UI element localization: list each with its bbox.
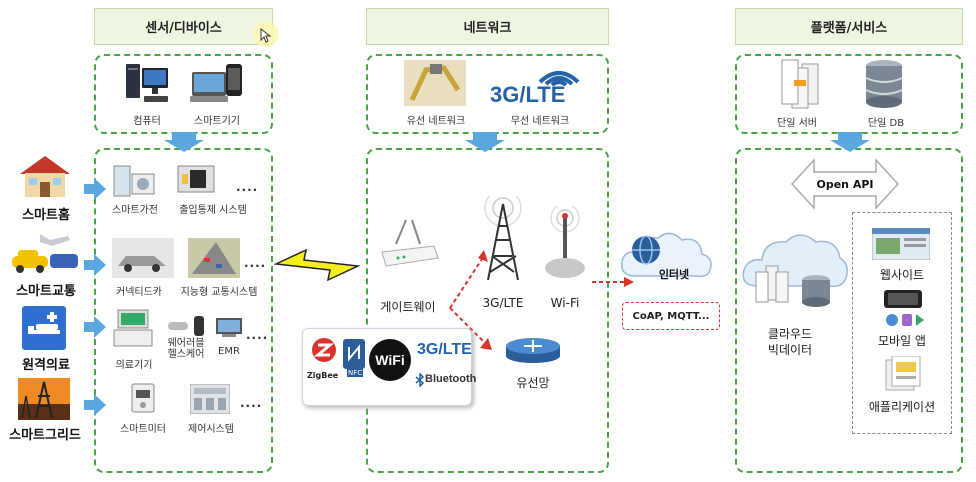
smart-device-label: 스마트기기 [194,116,240,127]
zigbee-label: ZigBee [307,371,339,380]
lightning-icon [274,248,360,282]
website-icon [872,228,930,260]
header-platform-label: 플랫폼/서비스 [810,21,888,36]
smart-traffic-label: 스마트교통 [16,284,76,299]
gateway-label: 게이트웨이 [380,300,436,314]
cloud-bigdata-icon [742,234,848,307]
smart-meter-icon [131,383,155,413]
internet-label: 인터넷 [658,268,690,281]
smart-appliance-label: 스마트가전 [112,205,158,216]
right-arrow-traffic [84,254,106,276]
gateway-icon [381,219,439,267]
wearable-line1: 웨어러블 [167,338,205,349]
wifi-waves-icon [538,71,580,86]
wifi-logo-text: WiFi [375,352,405,368]
wearable-line2: 헬스케어 [167,349,205,360]
mobile-app-icon [884,290,924,326]
telemedicine-icon [22,306,66,350]
emr-icon [216,318,242,337]
application-label: 애플리케이션 [868,400,936,414]
application-icon [885,356,921,391]
lte-logo-text: 3G/LTE [417,341,472,358]
ellipsis-row3: .... [246,328,269,342]
wearable-icon [168,316,204,336]
smart-grid-icon [18,378,70,420]
server-label: 단일 서버 [777,118,817,129]
wireless-logo-text: 3G/LTE [490,82,566,107]
wearable-label: 웨어러블 헬스케어 [158,338,214,360]
header-platform: 플랫폼/서비스 [735,8,963,45]
right-arrow-home [84,178,106,200]
its-icon [188,238,240,278]
cell-tower-label: 3G/LTE [482,296,524,310]
wired-network-icon [404,60,466,106]
smart-grid-label: 스마트그리드 [9,428,81,443]
zigbee-icon [312,338,336,362]
open-api-arrow [790,158,900,210]
right-arrow-medical [84,316,106,338]
wifi-logo: WiFi [369,339,411,381]
computer-label: 컴퓨터 [133,116,161,127]
server-icon [781,59,819,109]
header-sensors-label: 센서/디바이스 [145,21,222,36]
down-arrow-network [465,132,505,152]
smart-traffic-icon [12,234,78,273]
connected-car-icon [112,238,174,278]
protocol-tag-box: CoAP, MQTT... [622,302,720,330]
header-sensors: 센서/디바이스 [94,8,273,45]
protocol-tag-text: CoAP, MQTT... [632,310,710,322]
down-arrow-platform [830,132,870,152]
access-control-label: 출입통제 시스템 [179,205,247,216]
telemedicine-label: 원격의료 [22,358,70,373]
emr-label: EMR [218,346,240,357]
header-network: 네트워크 [366,8,609,45]
open-api-label: Open API [816,178,874,191]
connected-car-label: 커넥티드카 [116,287,162,298]
wireless-network-label: 무선 네트워크 [510,116,570,127]
smart-home-icon [20,156,70,197]
control-system-label: 제어시스템 [188,424,234,435]
protocol-logos-box: ZigBee NFC WiFi 3G/LTE Bluetooth [302,328,476,406]
bluetooth-label: Bluetooth [425,373,477,385]
wifi-label: Wi-Fi [550,296,580,310]
smart-device-icon [190,64,242,102]
wired-network-label: 유선 네트워크 [406,116,466,127]
database-icon [865,60,903,108]
computer-icon [126,64,168,102]
right-arrow-grid [84,394,106,416]
medical-device-icon [113,309,153,347]
cell-tower-icon [484,196,522,281]
down-arrow-sensors [164,132,204,152]
access-control-icon [177,165,215,193]
smart-home-label: 스마트홈 [22,208,70,223]
router-icon [506,338,560,363]
smart-appliance-icon [113,165,155,197]
red-dashed-arrows [449,250,634,350]
nfc-icon [343,339,365,369]
mouse-cursor-icon [253,21,279,47]
smart-meter-label: 스마트미터 [120,424,166,435]
wired-net-label: 유선망 [516,376,550,390]
medical-device-label: 의료기기 [115,360,153,371]
cloud-bigdata-line1: 클라우드 [767,327,813,341]
cloud-bigdata-line2: 빅데이터 [767,343,813,357]
wifi-antenna-icon [545,206,585,278]
bluetooth-icon [415,373,425,387]
ellipsis-row4: .... [240,396,263,410]
database-label: 단일 DB [867,118,905,129]
website-label: 웹사이트 [879,268,925,282]
nfc-label: NFC [347,369,364,377]
ellipsis-row2: .... [244,256,267,270]
control-system-icon [190,384,230,414]
internet-cloud-icon [621,232,712,278]
header-network-label: 네트워크 [463,21,512,36]
wireless-network-logo: 3G/LTE [490,62,590,107]
services-box [852,212,952,434]
its-label: 지능형 교통시스템 [180,287,258,298]
ellipsis-row1: .... [236,180,259,194]
cloud-bigdata-label: 클라우드 빅데이터 [750,326,830,358]
mobile-app-label: 모바일 앱 [878,334,926,348]
